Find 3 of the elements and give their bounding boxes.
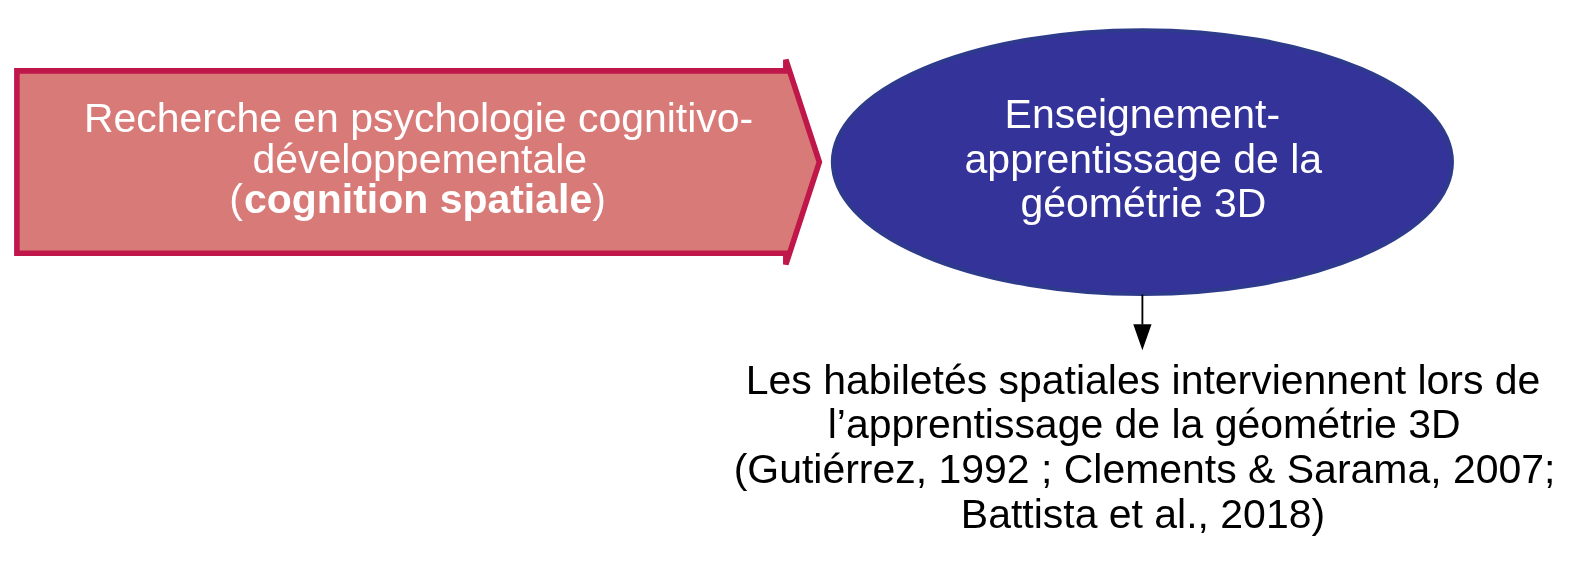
arrow [1133, 293, 1152, 351]
node-text: Les habiletés spatiales interviennent lors de l’apprentissage de la géométrie 3D (Gutiérrez, 1992 ; Clements & Sarama, 2007; Battista et al., 2018) [733, 356, 1556, 537]
node-ellipse: Enseignement-apprentissage de la géométrie 3D [830, 28, 1454, 296]
